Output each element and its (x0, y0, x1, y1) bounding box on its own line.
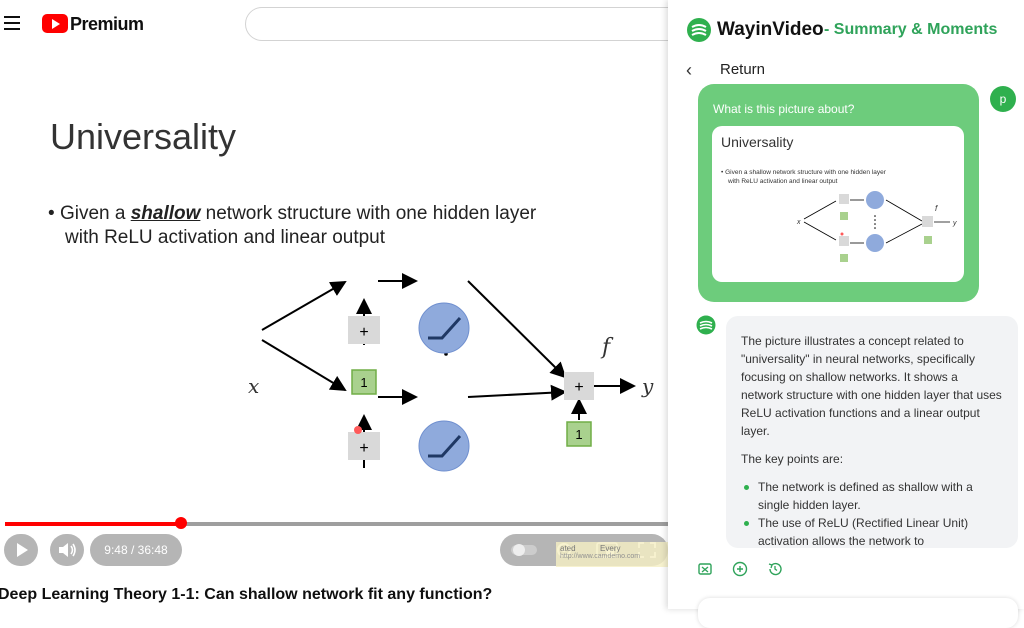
x-label: x (248, 374, 259, 398)
cursor-dot (354, 426, 362, 434)
wayinvideo-logo-icon (687, 18, 711, 42)
bias-label-output: 1 (575, 427, 582, 442)
y-label: y (641, 374, 654, 398)
thumb-diagram: x y f (796, 191, 957, 262)
add-note-icon[interactable] (732, 561, 748, 577)
slide-bullet: • Given a shallow network structure with… (48, 203, 537, 248)
bullet-line2: with ReLU activation and linear output (65, 227, 386, 248)
answer-text: The picture illustrates a concept relate… (741, 332, 1003, 548)
autoplay-toggle-icon[interactable] (510, 542, 538, 558)
youtube-premium-label[interactable]: Premium (70, 14, 144, 34)
question-text: What is this picture about? (713, 102, 855, 116)
relu-curve-bottom (428, 434, 462, 458)
answer-paragraph-1: The picture illustrates a concept relate… (741, 334, 1002, 438)
answer-bubble: The picture illustrates a concept relate… (726, 316, 1018, 548)
plus-label-output: + (574, 379, 583, 396)
progress-scrubber[interactable] (175, 517, 187, 529)
thumb-bullet-line1: • Given a shallow network structure with… (721, 169, 886, 176)
back-chevron-icon: ‹ (686, 60, 692, 80)
relu-neuron-top (418, 302, 470, 354)
relu-neuron-bottom (418, 420, 470, 472)
thumb-title: Universality (721, 134, 794, 150)
return-label: Return (720, 61, 766, 78)
volume-icon (59, 543, 76, 557)
relu-curve-top (428, 316, 462, 340)
answer-point: The network is defined as shallow with a… (741, 478, 1003, 514)
thumb-x-label: x (796, 219, 801, 226)
thumb-f-label: f (935, 204, 938, 213)
chat-input[interactable] (698, 598, 1018, 628)
play-button[interactable] (4, 534, 38, 566)
plus-label-top: + (359, 324, 368, 341)
bullet-emphasis: shallow (130, 203, 201, 224)
play-icon (17, 543, 28, 557)
network-diagram: + + + 1 1 1 x y f (248, 273, 654, 472)
answer-points: The network is defined as shallow with a… (741, 478, 1003, 548)
watermark-line3: http://www.camdemo.com (560, 553, 641, 560)
user-question-bubble: What is this picture about? Universality… (698, 84, 979, 302)
menu-icon[interactable] (4, 16, 20, 30)
question-image-thumbnail[interactable]: Universality • Given a shallow network s… (712, 126, 964, 282)
slide-title: Universality (50, 116, 237, 157)
youtube-logo-icon[interactable] (42, 14, 68, 33)
thumb-y-label: y (952, 220, 957, 227)
video-player[interactable]: Universality • Given a shallow network s… (0, 50, 668, 580)
bias-label-top: 1 (360, 375, 367, 390)
brand-name: WayinVideo (717, 19, 824, 40)
watermark-line1: ated (560, 544, 576, 553)
video-title[interactable]: Deep Learning Theory 1-1: Can shallow ne… (0, 586, 493, 603)
thumb-bullet-line2: with ReLU activation and linear output (728, 178, 838, 185)
answer-paragraph-2: The key points are: (741, 452, 844, 466)
sum-node-top (348, 316, 380, 344)
plus-label-bottom: + (359, 440, 368, 457)
time-display: 9:48 / 36:48 (90, 534, 182, 566)
bias-node-top (351, 369, 377, 395)
wayinvideo-bot-icon (696, 315, 716, 335)
progress-track[interactable] (5, 522, 668, 526)
volume-button[interactable] (50, 534, 84, 566)
sum-node-output (564, 372, 594, 400)
history-icon[interactable] (767, 561, 783, 577)
bias-node-output (566, 421, 592, 447)
watermark-line2: Every (600, 544, 621, 553)
watermark: ated Every http://www.camdemo.com (556, 542, 668, 567)
user-avatar: p (990, 86, 1016, 112)
answer-point: The use of ReLU (Rectified Linear Unit) … (741, 514, 1003, 548)
f-label: f (600, 335, 614, 360)
thumb-bullet: • Given a shallow network structure with… (721, 168, 886, 186)
sum-node-bottom (348, 432, 380, 460)
wayinvideo-panel: WayinVideo - Summary & Moments ‹ Return … (668, 0, 1024, 628)
bullet-pre: Given a (59, 203, 131, 224)
brand-subtitle: - Summary & Moments (824, 21, 998, 38)
search-input[interactable] (245, 7, 705, 41)
youtube-header: Premium (0, 0, 705, 50)
screenshot-icon[interactable] (697, 561, 713, 577)
progress-fill (5, 522, 181, 526)
bullet-post: network structure with one hidden layer (200, 203, 537, 224)
